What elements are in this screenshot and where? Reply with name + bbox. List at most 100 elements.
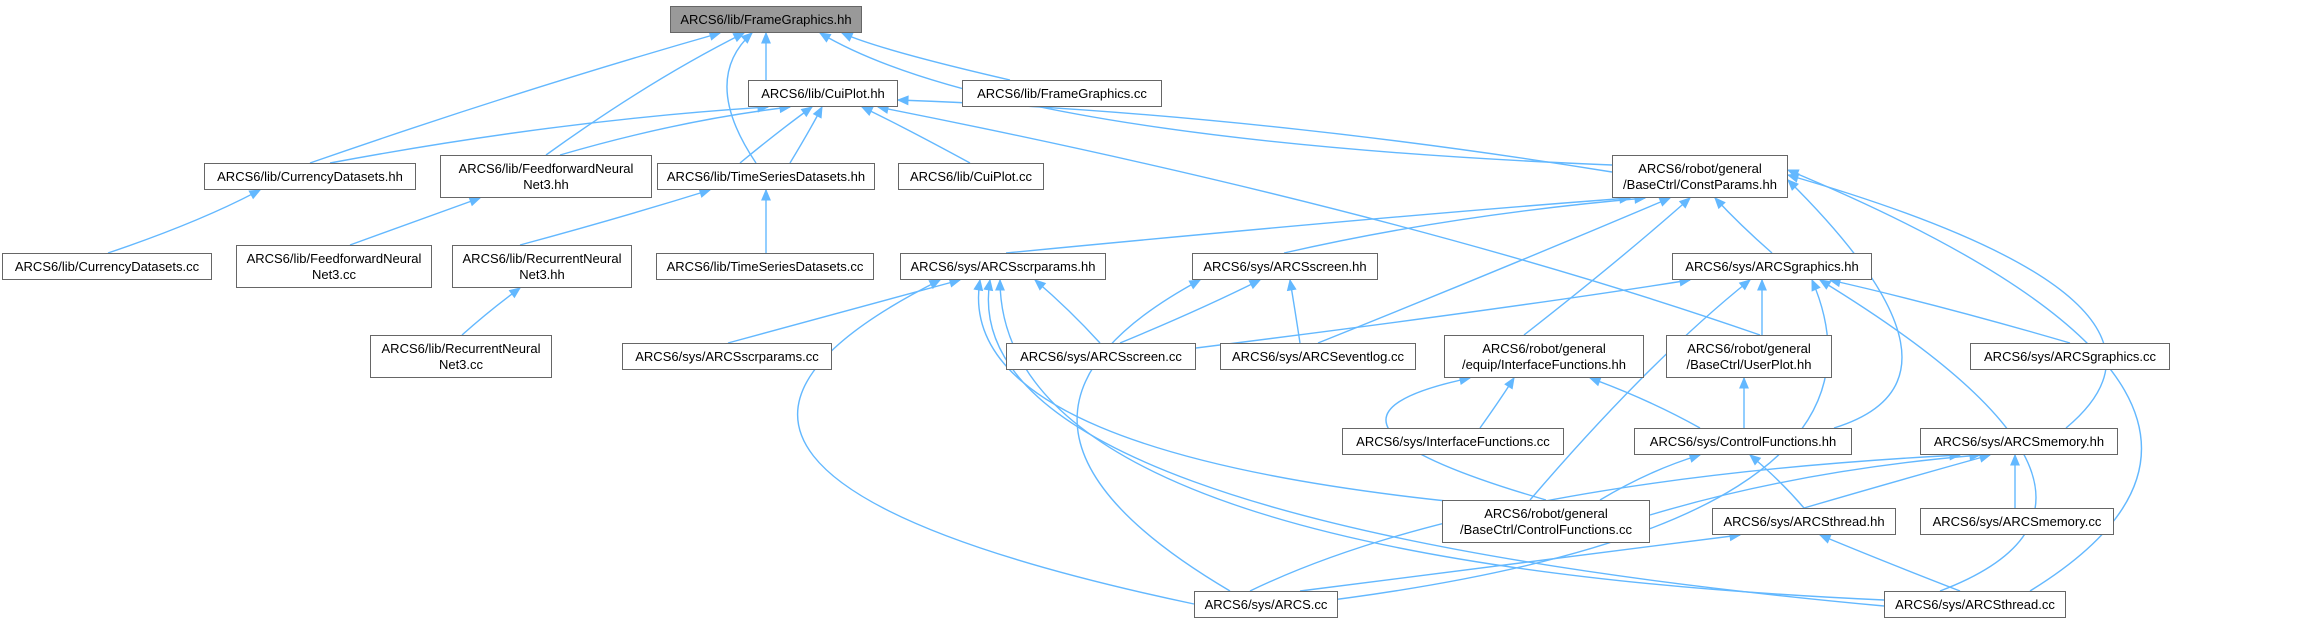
- node-currencydatasets-cc[interactable]: ARCS6/lib/CurrencyDatasets.cc: [2, 253, 212, 280]
- node-label-line1: ARCS6/sys/InterfaceFunctions.cc: [1356, 433, 1550, 449]
- node-label-line1: ARCS6/sys/ARCS.cc: [1204, 596, 1328, 612]
- node-label-line1: ARCS6/sys/ARCSgraphics.cc: [1984, 348, 2156, 364]
- node-label-line1: ARCS6/sys/ARCSgraphics.hh: [1685, 258, 1859, 274]
- dependency-edge: [739, 106, 813, 164]
- dependency-edge: [1299, 534, 1741, 592]
- node-feedforwardneuralnet3-hh[interactable]: ARCS6/lib/FeedforwardNeural Net3.hh: [440, 155, 652, 198]
- node-interfacefunctions-hh[interactable]: ARCS6/robot/general /equip/InterfaceFunc…: [1444, 335, 1644, 378]
- node-arcs-cc[interactable]: ARCS6/sys/ARCS.cc: [1194, 591, 1338, 618]
- node-arcsscrparams-hh[interactable]: ARCS6/sys/ARCSscrparams.hh: [900, 253, 1106, 280]
- node-label-line1: ARCS6/lib/CurrencyDatasets.hh: [217, 168, 403, 184]
- dependency-edge: [1819, 534, 1961, 592]
- node-timeseriesdatasets-cc[interactable]: ARCS6/lib/TimeSeriesDatasets.cc: [656, 253, 874, 280]
- dependency-edge: [1523, 197, 1691, 336]
- node-framegraphics-cc[interactable]: ARCS6/lib/FrameGraphics.cc: [962, 80, 1162, 107]
- node-cuiplot-hh[interactable]: ARCS6/lib/CuiPlot.hh: [748, 80, 898, 107]
- dependency-edge: [349, 197, 481, 246]
- node-currencydatasets-hh[interactable]: ARCS6/lib/CurrencyDatasets.hh: [204, 163, 416, 190]
- edge-arrowhead: [1714, 197, 1726, 210]
- node-label-line2: Net3.hh: [523, 176, 569, 192]
- dependency-edge: [1749, 454, 1805, 509]
- edge-arrowhead: [1757, 278, 1767, 291]
- dependency-edge: [1714, 197, 1773, 254]
- edge-arrowhead: [840, 32, 854, 42]
- dependency-edge: [1317, 197, 1671, 344]
- dependency-edge: [727, 279, 961, 344]
- node-interfacefunctions-cc[interactable]: ARCS6/sys/InterfaceFunctions.cc: [1342, 428, 1564, 455]
- dependency-edge: [1787, 169, 2142, 592]
- node-arcseventlog-cc[interactable]: ARCS6/sys/ARCSeventlog.cc: [1220, 343, 1416, 370]
- edge-arrowhead: [1658, 197, 1672, 207]
- node-arcsthread-hh[interactable]: ARCS6/sys/ARCSthread.hh: [1712, 508, 1896, 535]
- edge-arrowhead: [1818, 279, 1832, 290]
- edge-arrowhead: [1688, 453, 1702, 463]
- node-arcsthread-cc[interactable]: ARCS6/sys/ARCSthread.cc: [1884, 591, 2066, 618]
- dependency-edge: [545, 32, 745, 156]
- edge-arrowhead: [1188, 279, 1202, 290]
- edge-arrowhead: [732, 32, 746, 43]
- node-cuiplot-cc[interactable]: ARCS6/lib/CuiPlot.cc: [898, 163, 1044, 190]
- node-basectrl-controlfunctions-cc[interactable]: ARCS6/robot/general /BaseCtrl/ControlFun…: [1442, 500, 1650, 543]
- edge-arrowhead: [812, 105, 823, 119]
- node-constparams-hh[interactable]: ARCS6/robot/general /BaseCtrl/ConstParam…: [1612, 155, 1788, 198]
- node-label-line1: ARCS6/lib/RecurrentNeural: [462, 250, 622, 266]
- node-arcsscrparams-cc[interactable]: ARCS6/sys/ARCSscrparams.cc: [622, 343, 832, 370]
- node-label-line1: ARCS6/lib/TimeSeriesDatasets.cc: [666, 258, 864, 274]
- node-arcsmemory-cc[interactable]: ARCS6/sys/ARCSmemory.cc: [1920, 508, 2114, 535]
- dependency-edge: [1787, 174, 2108, 429]
- dependency-edge: [1076, 279, 1231, 592]
- node-label-line1: ARCS6/sys/ARCSeventlog.cc: [1232, 348, 1404, 364]
- node-controlfunctions-hh[interactable]: ARCS6/sys/ControlFunctions.hh: [1634, 428, 1852, 455]
- dependency-edge: [1787, 179, 1903, 429]
- edge-arrowhead: [973, 278, 984, 292]
- node-arcsscreen-cc[interactable]: ARCS6/sys/ARCSscreen.cc: [1006, 343, 1196, 370]
- node-feedforwardneuralnet3-cc[interactable]: ARCS6/lib/FeedforwardNeural Net3.cc: [236, 245, 432, 288]
- dependency-edge: [309, 32, 721, 164]
- edge-arrowhead: [248, 189, 262, 200]
- node-label-line2: Net3.cc: [311, 266, 357, 282]
- dependency-edge: [559, 106, 791, 156]
- node-arcsscreen-hh[interactable]: ARCS6/sys/ARCSscreen.hh: [1192, 253, 1378, 280]
- node-userplot-hh[interactable]: ARCS6/robot/general /BaseCtrl/UserPlot.h…: [1666, 335, 1832, 378]
- node-label-line1: ARCS6/robot/general: [1687, 340, 1811, 356]
- edge-arrowhead: [928, 279, 942, 290]
- dependency-edge: [1589, 377, 1701, 429]
- node-label-line1: ARCS6/lib/TimeSeriesDatasets.hh: [666, 168, 866, 184]
- edge-arrowhead: [1738, 279, 1752, 291]
- dependency-edge: [877, 106, 1761, 336]
- dependency-edge: [519, 189, 711, 246]
- node-label-line1: ARCS6/sys/ControlFunctions.hh: [1649, 433, 1837, 449]
- edge-arrowhead: [1034, 279, 1047, 291]
- edge-arrowhead: [818, 32, 832, 43]
- dependency-edge: [329, 106, 769, 164]
- node-label-line1: ARCS6/lib/FeedforwardNeural: [246, 250, 422, 266]
- node-label-line1: ARCS6/sys/ARCSmemory.cc: [1932, 513, 2102, 529]
- node-label-line1: ARCS6/lib/CuiPlot.cc: [909, 168, 1033, 184]
- edge-arrowhead: [1786, 169, 1800, 179]
- edge-arrowhead: [698, 188, 712, 198]
- node-arcsgraphics-hh[interactable]: ARCS6/sys/ARCSgraphics.hh: [1672, 253, 1872, 280]
- node-label-line2: Net3.cc: [438, 356, 484, 372]
- node-recurrentneuralnet3-cc[interactable]: ARCS6/lib/RecurrentNeural Net3.cc: [370, 335, 552, 378]
- edge-arrowhead: [1286, 278, 1297, 292]
- node-label-line1: ARCS6/lib/FeedforwardNeural: [458, 160, 634, 176]
- node-label-line2: /BaseCtrl/ConstParams.hh: [1623, 176, 1777, 192]
- edge-arrowhead: [1787, 179, 1799, 191]
- node-label-line1: ARCS6/sys/ARCSscrparams.cc: [635, 348, 819, 364]
- node-label-line2: Net3.hh: [519, 266, 565, 282]
- edge-arrowhead: [468, 196, 482, 207]
- node-timeseriesdatasets-hh[interactable]: ARCS6/lib/TimeSeriesDatasets.hh: [657, 163, 875, 190]
- dependency-edge: [1829, 279, 2071, 344]
- dependency-edge: [841, 32, 1011, 81]
- node-arcsmemory-hh[interactable]: ARCS6/sys/ARCSmemory.hh: [1920, 428, 2118, 455]
- node-label-line1: ARCS6/robot/general: [1638, 160, 1762, 176]
- edge-arrowhead: [1588, 376, 1602, 387]
- node-label-line1: ARCS6/robot/general: [1482, 340, 1606, 356]
- node-arcsgraphics-cc[interactable]: ARCS6/sys/ARCSgraphics.cc: [1970, 343, 2170, 370]
- dependency-edge: [461, 287, 521, 336]
- dependency-edge: [861, 106, 971, 164]
- dependency-edge: [1649, 454, 1981, 516]
- edge-arrowhead: [1678, 197, 1691, 209]
- dependency-edge: [819, 32, 1613, 166]
- node-recurrentneuralnet3-hh[interactable]: ARCS6/lib/RecurrentNeural Net3.hh: [452, 245, 632, 288]
